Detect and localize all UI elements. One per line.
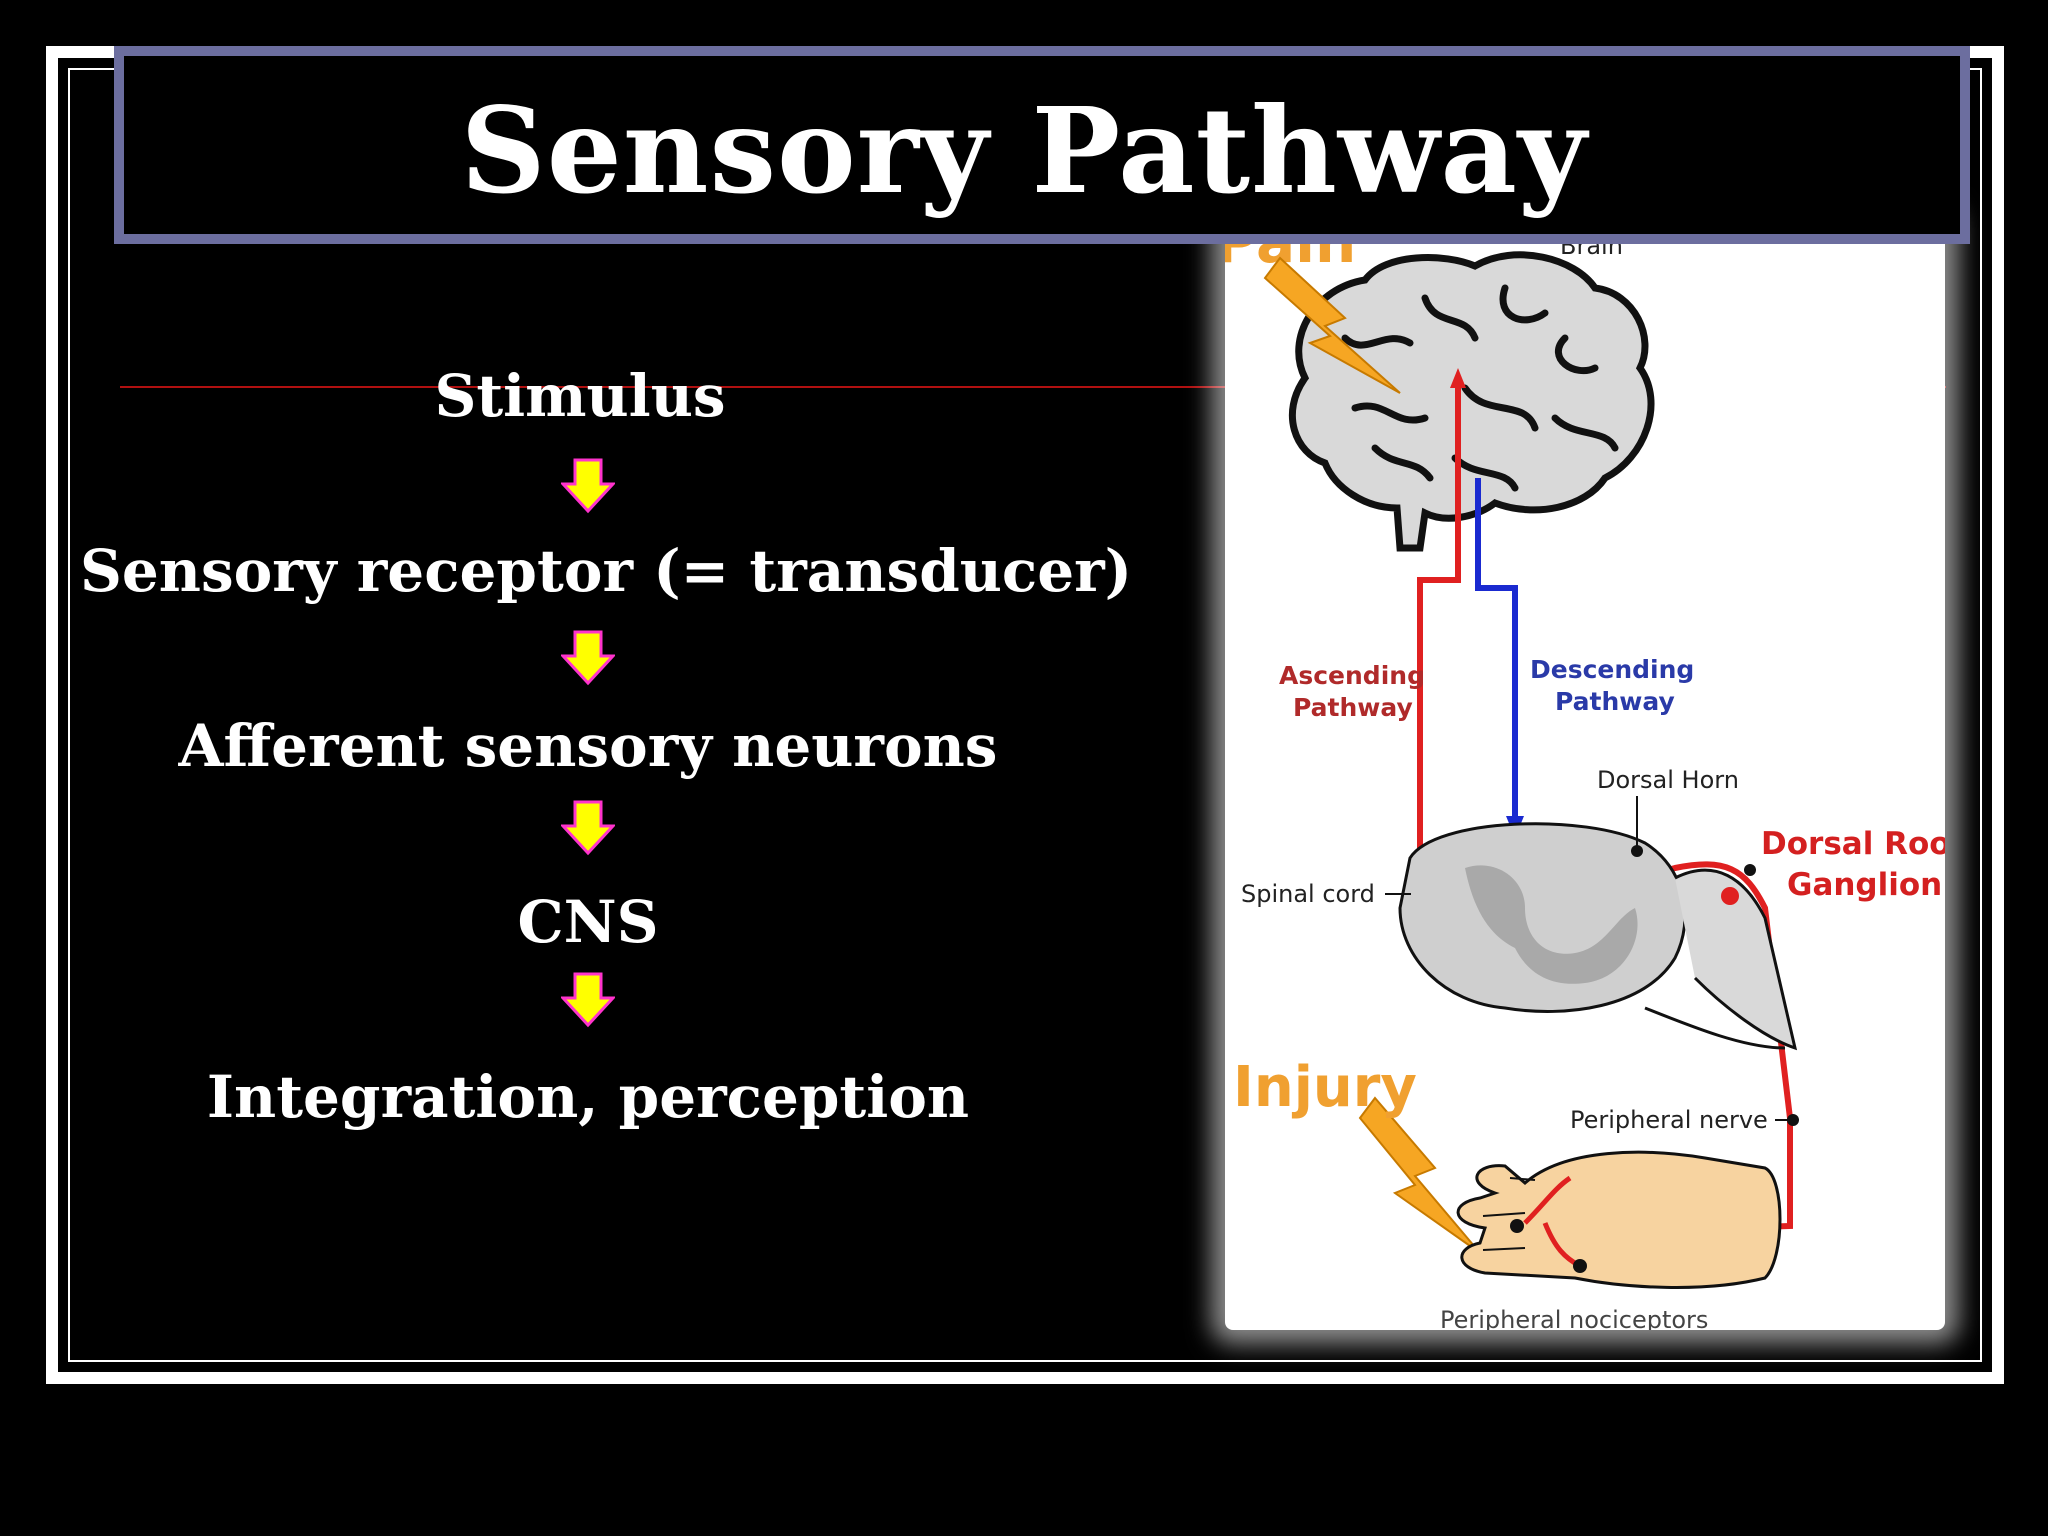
dorsal-root-ganglion-dot [1721, 887, 1739, 905]
step-stimulus: Stimulus [434, 362, 726, 430]
marker-dot [1510, 1219, 1524, 1233]
down-arrow-icon [561, 800, 615, 856]
nociceptors-label: Peripheral nociceptors [1440, 1306, 1708, 1330]
brain-illustration [1288, 251, 1655, 552]
lightning-bolt-icon [1263, 256, 1401, 394]
marker-dot [1787, 1114, 1799, 1126]
step-sensory-receptor: Sensory receptor (= transducer) [80, 537, 1133, 605]
drg-label-line2: Ganglion [1787, 867, 1942, 903]
ascending-label-line1: Ascending [1279, 661, 1425, 690]
arrowhead-icon [1450, 368, 1466, 388]
descending-label-line2: Pathway [1555, 687, 1675, 716]
step-integration-perception: Integration, perception [206, 1063, 970, 1131]
marker-dot [1744, 864, 1756, 876]
descending-label-line1: Descending [1530, 655, 1694, 684]
drg-label-line1: Dorsal Root [1761, 826, 1945, 862]
marker-dot [1573, 1259, 1587, 1273]
peripheral-nerve-label: Peripheral nerve [1570, 1106, 1768, 1134]
sensory-pathway-diagram: Pain Brain [1225, 218, 1945, 1330]
descending-pathway-line [1475, 478, 1518, 818]
down-arrow-icon [561, 458, 615, 514]
hand-illustration [1456, 1150, 1782, 1289]
divider-line [120, 386, 1946, 388]
step-cns: CNS [517, 888, 659, 956]
step-afferent-neurons: Afferent sensory neurons [178, 712, 998, 780]
dorsal-horn-label: Dorsal Horn [1597, 766, 1739, 794]
injury-label: Injury [1233, 1055, 1417, 1120]
spinal-cord-label: Spinal cord [1241, 880, 1375, 908]
spinal-cord-illustration [1398, 822, 1798, 1051]
slide-title: Sensory Pathway [460, 81, 1588, 220]
lightning-bolt-icon [1358, 1096, 1481, 1254]
down-arrow-icon [561, 630, 615, 686]
ascending-label-line2: Pathway [1293, 693, 1413, 722]
title-box [114, 46, 1970, 244]
down-arrow-icon [561, 972, 615, 1028]
